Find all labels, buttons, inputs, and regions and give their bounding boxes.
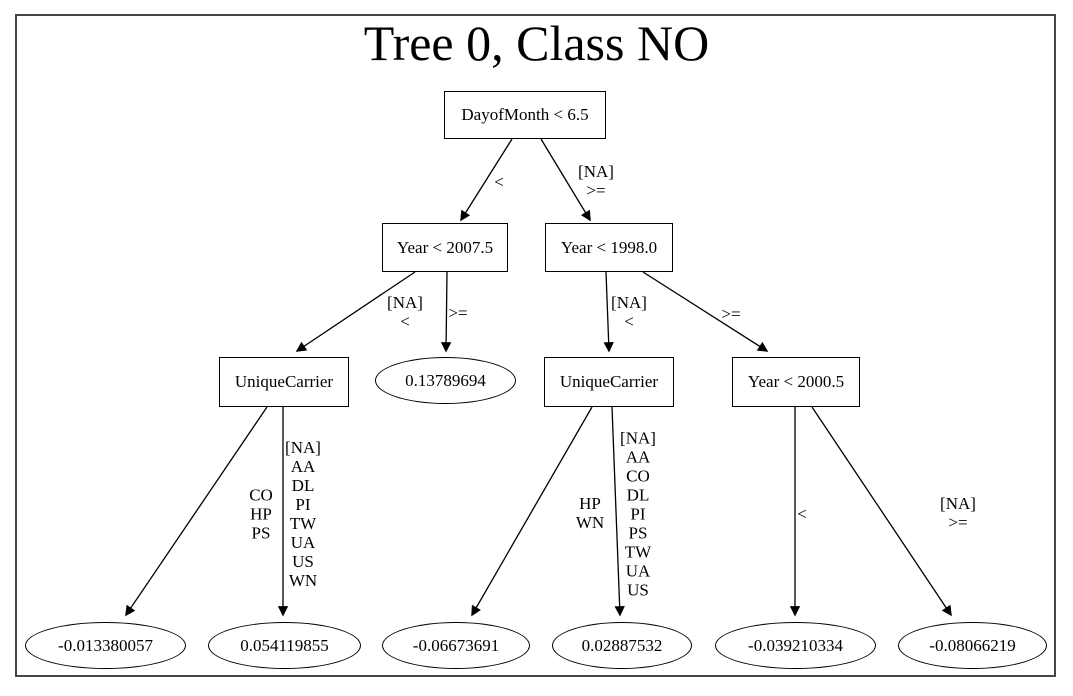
node-root-label: DayofMonth < 6.5 xyxy=(461,105,589,124)
edge-r-rr xyxy=(642,271,769,352)
leaf-neg0392-label: -0.039210334 xyxy=(748,635,843,655)
leaf-neg0667-label: -0.06673691 xyxy=(412,635,500,655)
leaf-0541-label: 0.054119855 xyxy=(240,635,329,655)
node-year-2000-label: Year < 2000.5 xyxy=(747,372,845,391)
edge-root-l xyxy=(460,138,513,222)
node-year-1998: Year < 1998.0 xyxy=(545,223,673,272)
edge-l-ll xyxy=(295,271,416,352)
edge-rl-rll xyxy=(471,406,593,617)
edge-label-ll-lll: CO HP PS xyxy=(249,485,273,543)
edge-label-root-r: [NA] >= xyxy=(578,162,614,200)
leaf-0541: 0.054119855 xyxy=(208,622,361,669)
diagram-title: Tree 0, Class NO xyxy=(363,15,710,71)
leaf-neg0392: -0.039210334 xyxy=(715,622,876,669)
leaf-neg0133: -0.013380057 xyxy=(25,622,186,669)
edge-rl-rlr xyxy=(611,406,625,617)
leaf-0288: 0.02887532 xyxy=(552,622,692,669)
edge-label-r-rr: >= xyxy=(721,304,741,324)
edge-ll-lll xyxy=(125,406,268,617)
edge-rr-rrr xyxy=(811,406,952,617)
node-year-1998-label: Year < 1998.0 xyxy=(560,237,658,257)
outer-border xyxy=(15,14,1056,677)
leaf-0137: 0.13789694 xyxy=(375,357,516,404)
edge-label-r-rl: [NA] < xyxy=(611,293,647,331)
leaf-0137-label: 0.13789694 xyxy=(405,370,486,390)
edge-label-rl-rlr: [NA] AA CO DL PI PS TW UA US xyxy=(620,428,656,600)
leaf-neg0806: -0.08066219 xyxy=(898,622,1047,669)
edge-label-root-l: < xyxy=(494,172,504,192)
node-year-2000: Year < 2000.5 xyxy=(732,357,860,407)
edge-label-rl-rll: HP WN xyxy=(575,494,605,532)
node-year-2007-label: Year < 2007.5 xyxy=(396,237,494,257)
node-uniquecarrier-mid: UniqueCarrier xyxy=(544,357,674,407)
node-year-2007: Year < 2007.5 xyxy=(382,223,508,272)
leaf-0288-label: 0.02887532 xyxy=(581,635,663,655)
edge-label-ll-llr: [NA] AA DL PI TW UA US WN xyxy=(285,438,321,590)
node-root: DayofMonth < 6.5 xyxy=(444,91,606,139)
leaf-neg0133-label: -0.013380057 xyxy=(58,635,153,655)
edge-label-l-lr: >= xyxy=(448,303,468,323)
edge-label-l-ll: [NA] < xyxy=(387,293,423,331)
edge-label-rr-rrl: < xyxy=(797,504,807,524)
leaf-neg0667: -0.06673691 xyxy=(382,622,530,669)
edge-l-lr xyxy=(440,271,452,353)
node-uniquecarrier-left: UniqueCarrier xyxy=(219,357,349,407)
edge-label-rr-rrr: [NA] >= xyxy=(940,494,976,532)
leaf-neg0806-label: -0.08066219 xyxy=(929,635,1016,655)
node-uniquecarrier-left-label: UniqueCarrier xyxy=(234,372,334,391)
edge-r-rl xyxy=(603,271,614,353)
node-uniquecarrier-mid-label: UniqueCarrier xyxy=(559,372,659,391)
edge-root-r xyxy=(540,138,591,222)
